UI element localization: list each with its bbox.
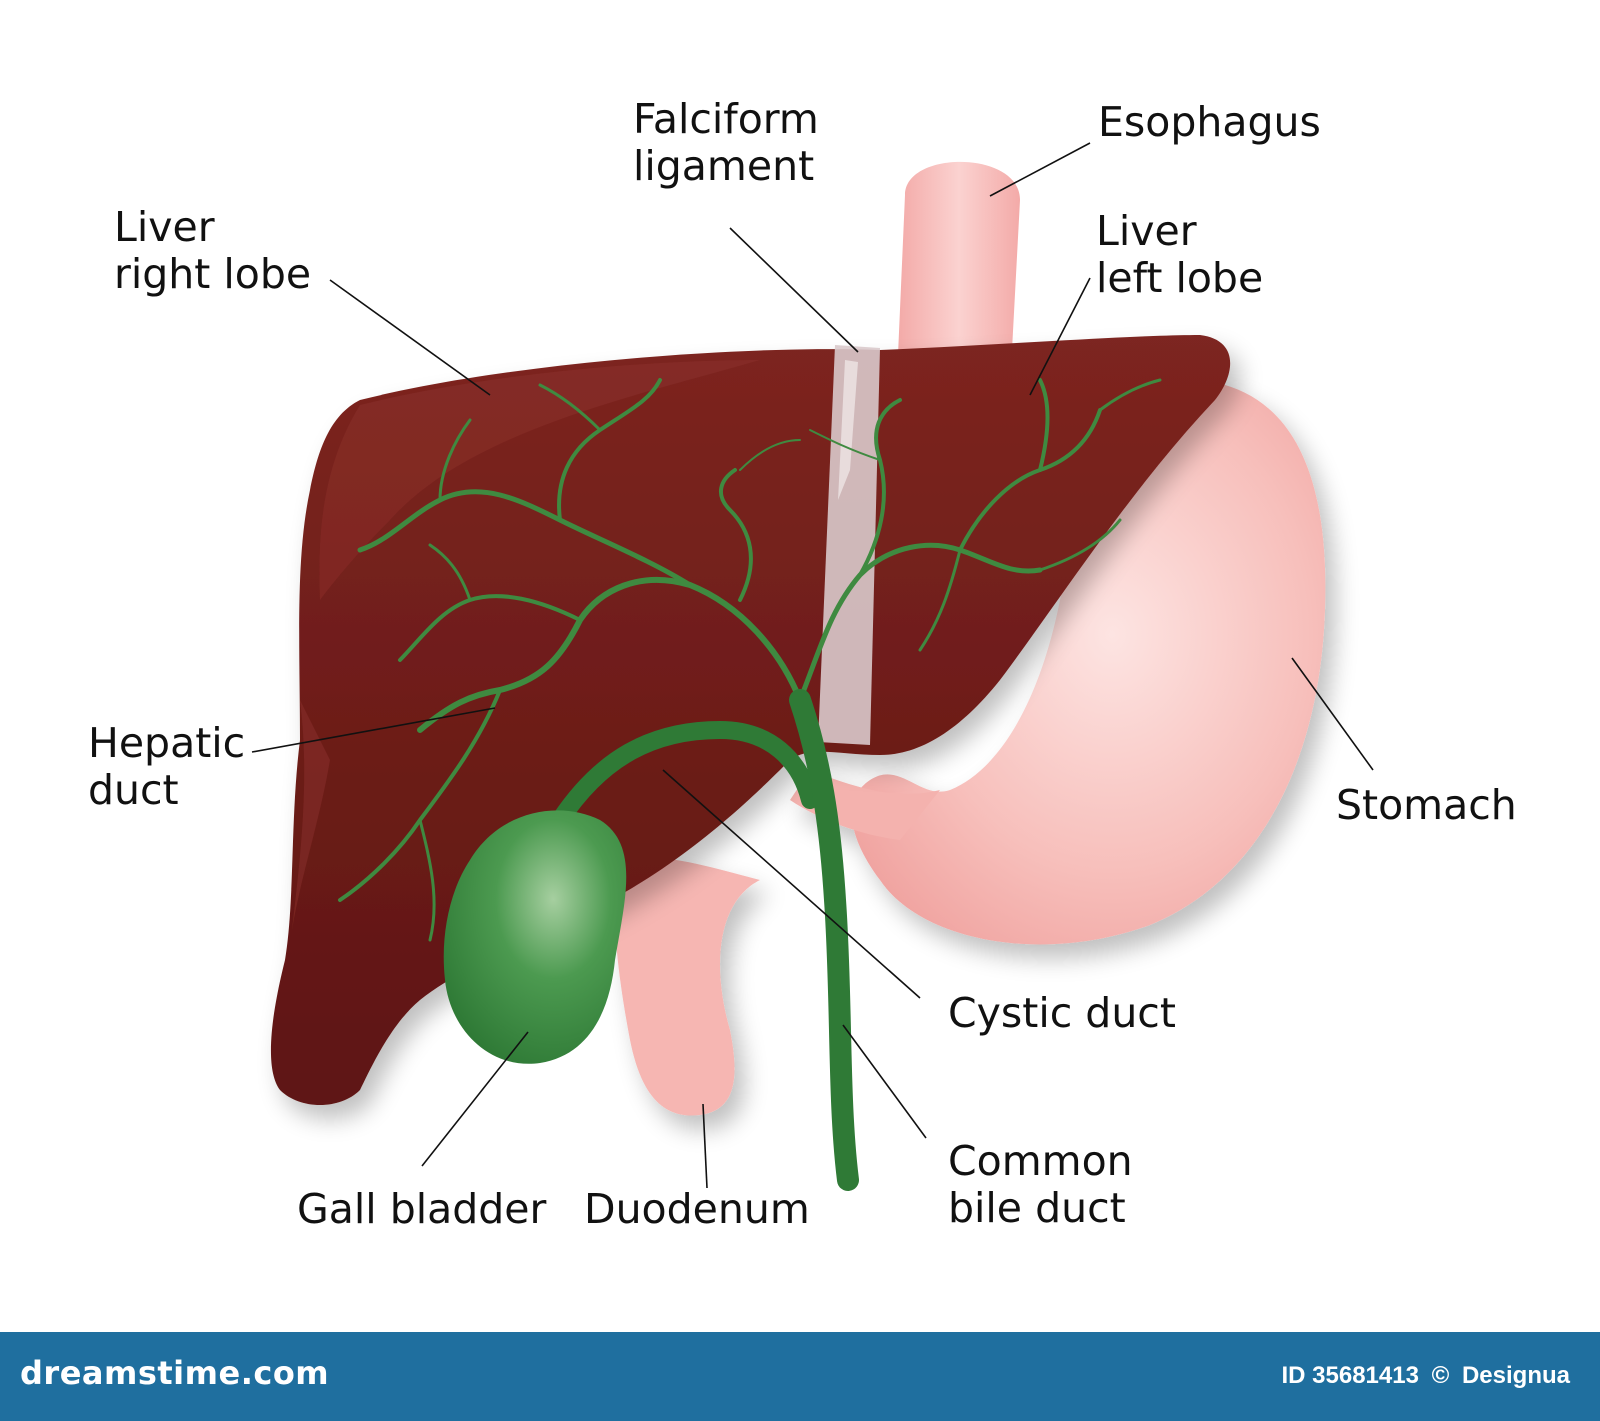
duodenum-shape (614, 857, 760, 1116)
leader-line-cystic (662, 769, 921, 999)
diagram-graphic (251, 142, 1374, 1191)
label-line: right lobe (114, 250, 312, 298)
esophagus-shape (898, 161, 1020, 355)
common-bile-duct-shape (789, 689, 859, 1191)
leader-line-hepatic (251, 707, 496, 753)
author-name: Designua (1461, 1362, 1570, 1389)
leader-line-stomach (1291, 657, 1374, 771)
label-esophagus: Esophagus (1098, 99, 1321, 146)
label-gall-bladder: Gall bladder (297, 1186, 546, 1233)
label-duodenum: Duodenum (584, 1186, 810, 1233)
label-stomach: Stomach (1336, 782, 1517, 829)
gall-bladder-shape (443, 810, 627, 1064)
label-line: Hepatic (88, 719, 246, 767)
label-line: Stomach (1336, 781, 1517, 829)
label-line: duct (88, 766, 179, 814)
label-line: Common (948, 1137, 1133, 1185)
label-line: Cystic duct (948, 989, 1176, 1037)
cystic-duct-shape (551, 720, 819, 829)
label-liver-left-lobe: Liver left lobe (1096, 208, 1263, 302)
leader-line-liver-right (329, 279, 491, 396)
image-credit: ID 35681413 © Designua (1275, 1362, 1570, 1390)
label-common-bile-duct: Common bile duct (948, 1138, 1133, 1232)
label-line: Liver (114, 203, 215, 251)
leader-lines (251, 142, 1374, 1189)
label-line: Falciform (633, 95, 819, 143)
dreamstime-logo: dreamstime.com (20, 1354, 330, 1392)
label-line: bile duct (948, 1184, 1126, 1232)
copyright-icon: © (1431, 1362, 1450, 1389)
label-liver-right-lobe: Liver right lobe (114, 204, 311, 298)
leader-line-common-bile (842, 1024, 927, 1139)
label-falciform-ligament: Falciform ligament (633, 96, 819, 190)
label-line: Duodenum (584, 1185, 810, 1233)
label-cystic-duct: Cystic duct (948, 990, 1176, 1037)
leader-line-liver-left (1029, 277, 1091, 396)
label-line: Liver (1096, 207, 1197, 255)
label-line: ligament (633, 142, 815, 190)
label-line: Gall bladder (297, 1185, 547, 1233)
label-line: left lobe (1096, 254, 1264, 302)
label-hepatic-duct: Hepatic duct (88, 720, 245, 814)
anatomy-diagram: Falciform ligament Esophagus Liver right… (88, 96, 1517, 1233)
hepatic-duct-tree (338, 378, 1162, 942)
footer-bar: dreamstime.com ID 35681413 © Designua (0, 1332, 1600, 1421)
leader-line-falciform (729, 227, 859, 353)
falciform-ligament-shape (818, 345, 880, 745)
leader-line-duodenum (702, 1103, 708, 1189)
leader-line-gall-bladder (421, 1031, 529, 1167)
label-line: Esophagus (1098, 98, 1321, 146)
image-id: ID 35681413 (1281, 1362, 1419, 1389)
leader-line-esophagus (989, 142, 1091, 197)
